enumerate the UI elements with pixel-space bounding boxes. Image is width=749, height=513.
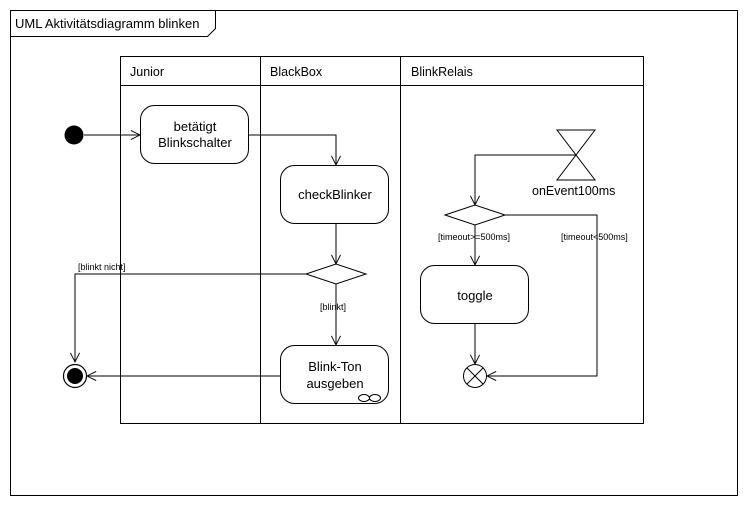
action-toggle: [420, 265, 529, 324]
flow-event-to-decision: [475, 154, 576, 205]
decision-node-blinkt: [304, 263, 368, 285]
frame-title-tab: [10, 10, 216, 37]
action-betaetigt-blinkschalter: [140, 105, 249, 164]
frame-title: UML Aktivitätsdiagramm blinken: [15, 16, 199, 31]
flow-timeout-lt: [487, 214, 598, 376]
action-blink-ton-label-1: Blink-Ton: [308, 359, 361, 374]
flow-betaetigt-to-checkblinker: [249, 134, 336, 165]
flow-blinkt-nicht: [75, 273, 306, 362]
subactivity-rake-icon: [358, 394, 381, 402]
lane-header-blinkrelais: BlinkRelais: [411, 65, 473, 79]
guard-blinkt-nicht: [blinkt nicht]: [78, 262, 126, 272]
guard-timeout-ge: [timeout>=500ms]: [438, 232, 510, 242]
action-blink-ton-ausgeben: [280, 345, 389, 404]
initial-node: [64, 125, 84, 145]
action-toggle-label: toggle: [457, 288, 492, 303]
action-checkblinker: [280, 165, 389, 224]
flow-final-node: [463, 364, 487, 388]
action-betaetigt-label-2: Blinkschalter: [158, 135, 232, 150]
action-blink-ton-label-2: ausgeben: [306, 376, 363, 391]
action-checkblinker-label: checkBlinker: [298, 187, 372, 202]
guard-timeout-lt: [timeout<500ms]: [561, 232, 628, 242]
activity-final-node: [62, 363, 88, 389]
lane-header-blackbox: BlackBox: [270, 65, 323, 79]
lane-header-junior: Junior: [130, 65, 164, 79]
event-onevent100ms-label: onEvent100ms: [532, 184, 615, 198]
guard-blinkt: [blinkt]: [320, 302, 346, 312]
action-betaetigt-label-1: betätigt: [174, 119, 217, 134]
